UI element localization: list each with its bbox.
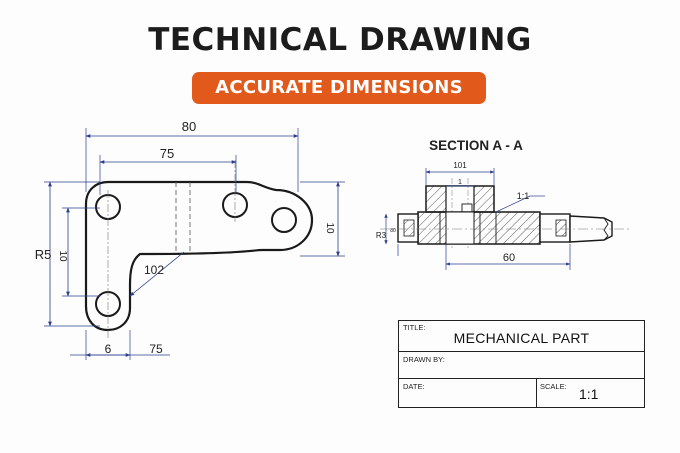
dim-bottom-right: 75 xyxy=(149,342,163,356)
plan-view: 80 75 R5 10 10 102 6 75 xyxy=(35,119,345,360)
dim-left-radius: R5 xyxy=(35,247,52,262)
part-outline xyxy=(84,180,314,332)
title-block-divider xyxy=(536,379,537,407)
title-block-date-row: DATE: SCALE: 1:1 xyxy=(399,379,644,407)
scale-value: 1:1 xyxy=(579,386,599,402)
section-dim-radius: R3 xyxy=(376,231,387,240)
section-dim-length: 60 xyxy=(503,252,515,264)
hole-right xyxy=(271,207,297,233)
title-value: MECHANICAL PART xyxy=(453,330,590,346)
dim-hole-spacing: 75 xyxy=(160,146,174,161)
dim-diagonal: 102 xyxy=(144,263,164,277)
date-label: DATE: xyxy=(403,382,425,391)
title-block-title-row: TITLE: MECHANICAL PART xyxy=(399,321,644,352)
dim-right-height: 10 xyxy=(324,222,335,234)
dim-left-height: 10 xyxy=(57,250,68,262)
section-title: SECTION A - A xyxy=(429,138,523,153)
title-block: TITLE: MECHANICAL PART DRAWN BY: DATE: S… xyxy=(398,320,645,408)
section-dim-small: 80 xyxy=(390,228,396,234)
title-label: TITLE: xyxy=(403,323,426,332)
section-dim-ratio: 1:1 xyxy=(517,191,530,201)
scale-label: SCALE: xyxy=(540,382,567,391)
title-block-drawn-row: DRAWN BY: xyxy=(399,352,644,379)
section-dim-top-width: 101 xyxy=(453,161,467,170)
section-view: SECTION A - A xyxy=(376,138,630,270)
section-dim-top-small: 1 xyxy=(458,179,462,186)
accuracy-badge: ACCURATE DIMENSIONS xyxy=(192,72,486,104)
drawn-by-label: DRAWN BY: xyxy=(403,355,445,364)
dim-bottom-left: 6 xyxy=(105,342,112,356)
dim-overall-width: 80 xyxy=(182,119,196,134)
page-title: TECHNICAL DRAWING xyxy=(148,22,532,58)
